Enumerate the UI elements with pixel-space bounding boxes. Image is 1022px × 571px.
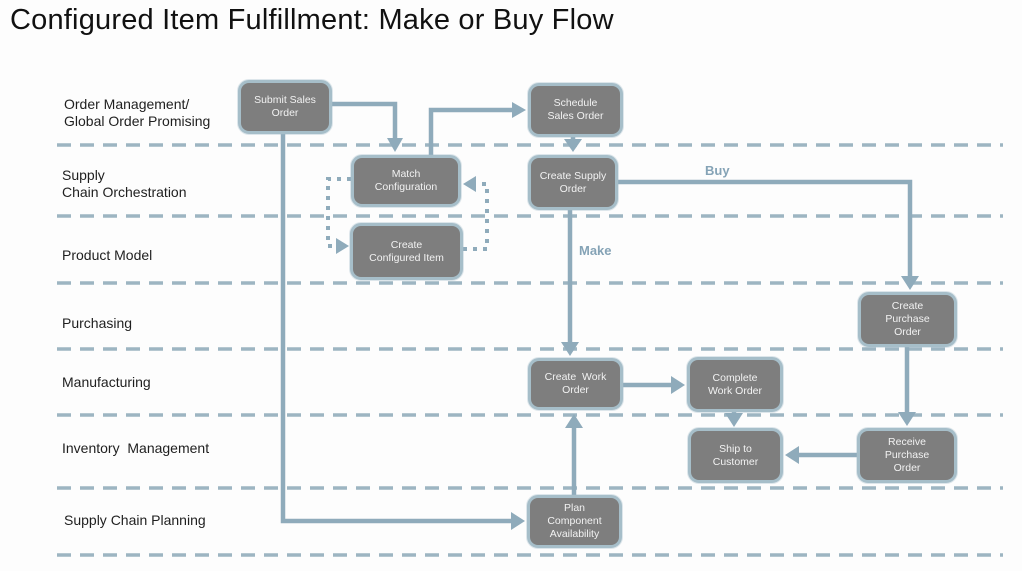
- lane-dividers: [57, 143, 1003, 557]
- arrowhead-right-icon: [511, 512, 525, 530]
- lane-label-product-model: Product Model: [62, 247, 152, 264]
- lane-label-line: Purchasing: [62, 315, 133, 331]
- node-plan-component-availability: Plan Component Availability: [527, 495, 622, 548]
- node-create-supply-order: Create Supply Order: [528, 155, 618, 210]
- arrowhead-right-icon: [671, 376, 685, 394]
- node-label-line: Create: [891, 300, 924, 312]
- arrowhead-right-icon: [512, 102, 526, 118]
- configuration-loop: [326, 176, 489, 254]
- flow-arrows: [280, 101, 919, 530]
- node-label-line: Schedule: [553, 97, 598, 109]
- node-create-purchase-order: Create Purchase Order: [858, 292, 957, 347]
- node-label-line: Create Supply: [539, 169, 607, 182]
- lane-label-inventory-management: Inventory Management: [62, 440, 209, 457]
- node-match-configuration: Match Configuration: [351, 155, 461, 207]
- edge-match-configuration-to-schedule: [428, 107, 512, 155]
- lane-label-line: Order Management/: [64, 96, 190, 112]
- node-create-configured-item: Create Configured Item: [350, 223, 463, 280]
- edge-submit-to-plan-component: [280, 133, 511, 524]
- lane-label-order-management: Order Management/ Global Order Promising: [64, 96, 210, 130]
- node-schedule-sales-order: Schedule Sales Order: [528, 83, 623, 137]
- node-label-line: Complete: [712, 371, 758, 384]
- arrowhead-right-icon: [336, 238, 349, 254]
- node-label-line: Availability: [549, 528, 600, 540]
- diagram-title: Configured Item Fulfillment: Make or Buy…: [10, 4, 614, 36]
- arrowhead-down-icon: [898, 412, 916, 426]
- lane-label-line: Manufacturing: [62, 374, 151, 390]
- node-label-line: Component: [547, 515, 602, 527]
- node-label-line: Work Order: [707, 384, 763, 397]
- arrowhead-down-icon: [901, 276, 919, 290]
- node-label-line: Plan: [563, 502, 585, 514]
- lane-label-purchasing: Purchasing: [62, 315, 132, 332]
- arrowhead-left-icon: [785, 446, 799, 464]
- edge-label-make: Make: [579, 243, 612, 258]
- node-label-line: Order: [271, 107, 299, 119]
- edge-submit-to-match-configuration: [331, 101, 398, 138]
- node-label-line: Receive: [888, 436, 926, 448]
- edge-create-supply-buy-to-create-purchase: [618, 179, 913, 277]
- node-label-line: Configuration: [374, 181, 438, 193]
- node-label-line: Match: [391, 168, 421, 180]
- arrowhead-down-icon: [387, 138, 403, 152]
- edge-label-buy: Buy: [705, 163, 730, 178]
- lane-label-manufacturing: Manufacturing: [62, 374, 151, 391]
- arrowhead-left-icon: [463, 176, 476, 192]
- lane-label-supply-chain-planning: Supply Chain Planning: [64, 512, 206, 529]
- lane-label-line: Supply: [62, 167, 105, 183]
- lane-label-line: Global Order Promising: [64, 113, 211, 129]
- edge-create-configured-to-match-dashed: [463, 182, 489, 251]
- node-label-line: Purchase: [885, 313, 930, 325]
- node-label-line: Order: [894, 326, 921, 338]
- node-label-line: Order: [893, 462, 921, 474]
- node-label-line: Sales Order: [547, 110, 604, 122]
- node-complete-work-order: Complete Work Order: [687, 357, 783, 412]
- node-label-line: Customer: [712, 455, 759, 468]
- lane-label-line: Chain Orchestration: [62, 184, 187, 200]
- node-label-line: Order: [559, 182, 587, 195]
- node-create-work-order: Create Work Order: [528, 358, 623, 410]
- node-receive-purchase-order: Receive Purchase Order: [857, 428, 957, 483]
- arrowhead-down-icon: [725, 413, 743, 427]
- arrowhead-down-icon: [564, 139, 582, 152]
- node-label-line: Submit Sales: [254, 94, 316, 106]
- node-label-line: Configured Item: [369, 251, 444, 264]
- node-ship-to-customer: Ship to Customer: [688, 428, 783, 483]
- lane-label-line: Supply Chain Planning: [64, 512, 206, 528]
- node-label-line: Purchase: [884, 449, 930, 461]
- lane-label-line: Product Model: [62, 247, 153, 263]
- node-label-line: Create Work: [544, 371, 607, 383]
- lane-label-line: Inventory Management: [62, 440, 210, 456]
- edge-match-to-create-configured-dashed: [326, 177, 351, 248]
- lane-label-supply-chain-orchestration: Supply Chain Orchestration: [62, 167, 187, 201]
- node-label-line: Order: [562, 384, 589, 396]
- node-label-line: Create: [390, 238, 423, 251]
- arrowhead-down-icon: [561, 342, 579, 356]
- arrowhead-up-icon: [565, 414, 583, 428]
- node-submit-sales-order: Submit Sales Order: [238, 80, 332, 134]
- node-label-line: Ship to: [719, 442, 752, 455]
